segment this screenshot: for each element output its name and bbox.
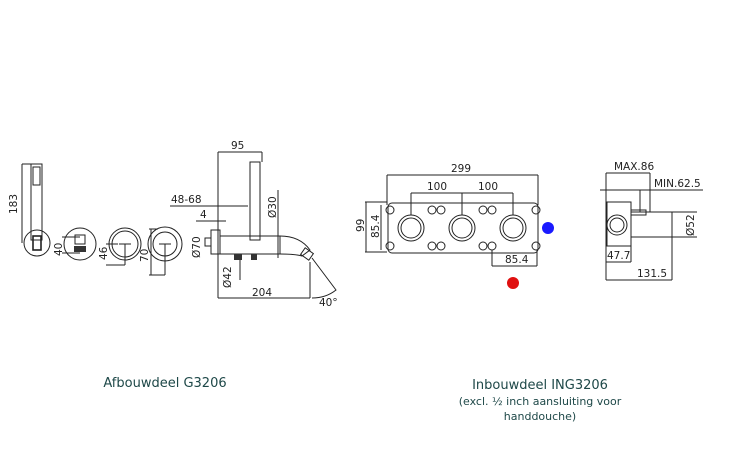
cold-water-marker [542,222,554,234]
afbouwdeel-caption: Afbouwdeel G3206 [103,376,227,391]
dim-85-4-h: 85.4 [505,254,529,266]
hot-water-marker [507,277,519,289]
wall-outlet-drawing: 40 [53,227,97,261]
dim-95: 95 [231,140,244,152]
dim-d30: Ø30 [267,196,279,218]
valve-large-drawing: 70 [139,226,183,276]
inbouwdeel-side-drawing: MAX.86 MIN.62.5 Ø52 47.7 131.5 [600,161,703,281]
dim-204: 204 [252,287,272,299]
dim-70: 70 [139,249,151,262]
dim-85-4-v: 85.4 [370,214,382,238]
valve-small-drawing: 46 [98,227,142,266]
dim-46: 46 [98,246,110,260]
dim-4: 4 [200,209,207,221]
dim-100-a: 100 [427,181,447,193]
inbouwdeel-note-line1: (excl. ½ inch aansluiting voor [458,395,622,408]
hand-shower-drawing: 183 [8,163,51,257]
dim-100-b: 100 [478,181,498,193]
dim-d70: Ø70 [191,236,203,258]
dim-48-68: 48-68 [171,194,202,206]
dim-99: 99 [355,219,367,232]
dim-max-86: MAX.86 [614,161,654,173]
dim-min-62-5: MIN.62.5 [654,178,701,190]
dim-299: 299 [451,163,471,175]
inbouwdeel-caption: Inbouwdeel ING3206 [472,378,608,393]
dim-d42: Ø42 [222,266,234,288]
dim-131-5: 131.5 [637,268,667,280]
dim-d52: Ø52 [685,214,697,236]
dim-47-7: 47.7 [607,250,630,262]
dim-40-deg: 40° [319,297,338,309]
inbouwdeel-front-drawing: 299 100 100 99 85.4 85.4 [355,163,554,289]
dim-40: 40 [53,243,65,256]
inbouwdeel-caption-block: Inbouwdeel ING3206 (excl. ½ inch aanslui… [420,377,660,424]
inbouwdeel-note-line2: handdouche) [503,410,577,423]
dim-183: 183 [8,194,20,214]
spout-side-drawing: 95 48-68 4 Ø30 Ø70 Ø42 204 40° [170,140,338,309]
